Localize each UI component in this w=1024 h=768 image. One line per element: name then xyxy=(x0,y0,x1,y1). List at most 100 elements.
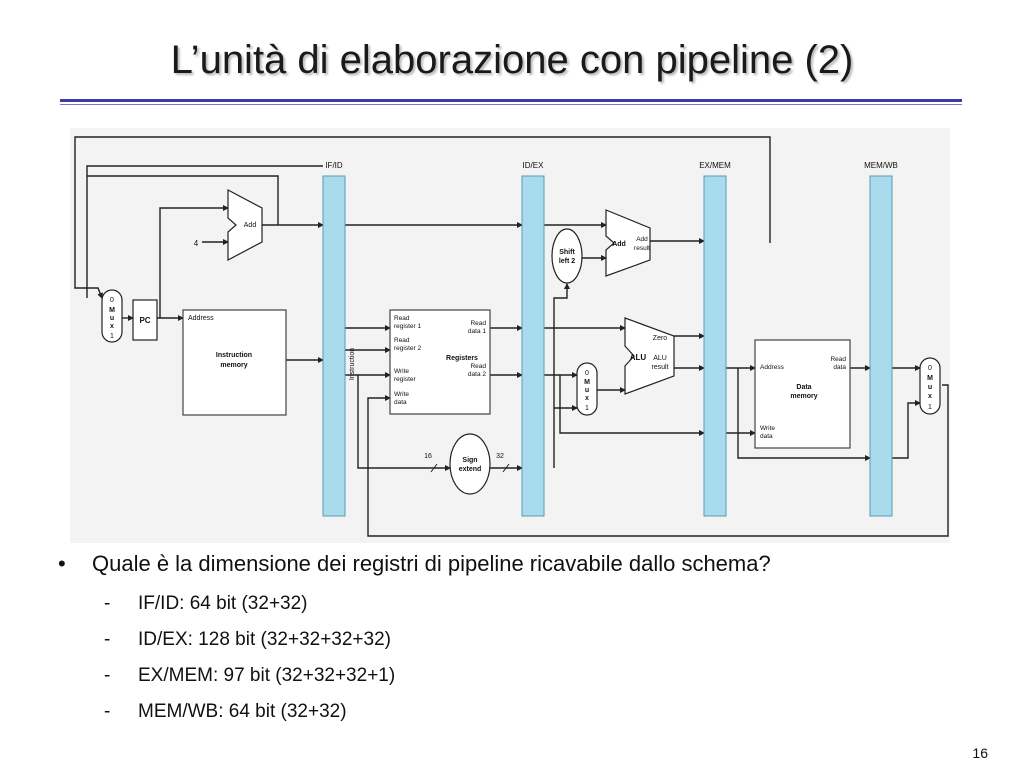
label-idex: ID/EX xyxy=(523,161,545,170)
branch-adder-result-a: Add xyxy=(636,236,648,243)
wb-mux-0: 0 xyxy=(928,365,932,372)
alu-label: ALU xyxy=(630,353,647,362)
const-four: 4 xyxy=(194,239,199,248)
question-text: Quale è la dimensione dei registri di pi… xyxy=(92,551,771,576)
alu-mux-u: u xyxy=(585,387,589,394)
reg-label: Registers xyxy=(446,355,478,362)
imem-label-1: Instruction xyxy=(216,352,252,359)
alu xyxy=(624,317,675,395)
pipeline-register-idex xyxy=(521,175,545,517)
branch-adder xyxy=(605,209,651,277)
pipeline-register-bars xyxy=(322,175,893,517)
instruction-vertical-label: Instruction xyxy=(349,348,356,380)
branch-adder-result-b: result xyxy=(634,245,650,252)
title-underline xyxy=(60,99,962,102)
sign-extend-label-2: extend xyxy=(459,466,482,473)
pc-mux-x: x xyxy=(110,323,114,330)
wire-pc4-loop xyxy=(86,165,323,298)
reg-wr-b: register xyxy=(394,376,417,383)
answer-ifid: IF/ID: 64 bit (32+32) xyxy=(138,593,308,614)
bus-width-tick-32 xyxy=(502,463,510,473)
pc-mux-0: 0 xyxy=(110,297,114,304)
pipeline-register-exmem xyxy=(703,175,727,517)
shift-label-2: left 2 xyxy=(559,258,575,265)
wire-memwb-mux1 xyxy=(892,400,921,459)
bullet-dot: • xyxy=(58,551,66,576)
dmem-label-2: memory xyxy=(790,393,817,400)
wire-sign-shift xyxy=(553,283,570,468)
wb-mux-1: 1 xyxy=(928,404,932,411)
dmem-write-a: Write xyxy=(760,425,775,432)
reg-wd-a: Write xyxy=(394,391,409,398)
dmem-read-b: data xyxy=(833,364,846,371)
answer-dash: - xyxy=(104,665,111,686)
dmem-label-1: Data xyxy=(796,384,811,391)
sign-in-width: 16 xyxy=(424,453,432,460)
pipeline-datapath-svg: IF/ID ID/EX EX/MEM MEM/WB 0 M u x 1 PC A… xyxy=(70,128,950,543)
alu-zero-label: Zero xyxy=(653,335,668,342)
sign-extend-label-1: Sign xyxy=(462,457,477,464)
alu-result-b: result xyxy=(651,364,668,371)
wire-addr-bypass xyxy=(737,368,871,461)
dmem-read-a: Read xyxy=(830,356,846,363)
answer-dash: - xyxy=(104,629,111,650)
pc-mux xyxy=(101,289,123,343)
data-memory xyxy=(754,339,851,449)
wb-mux-m: M xyxy=(927,375,933,382)
sign-out-width: 32 xyxy=(496,453,504,460)
title-underline-thin xyxy=(60,104,962,105)
answer-memwb: MEM/WB: 64 bit (32+32) xyxy=(138,701,347,722)
wb-mux-x: x xyxy=(928,393,932,400)
shift-label-1: Shift xyxy=(559,249,575,256)
reg-rr1-b: register 1 xyxy=(394,323,421,330)
register-file xyxy=(389,309,491,415)
reg-wd-b: data xyxy=(394,399,407,406)
branch-adder-label: Add xyxy=(612,241,626,248)
instruction-memory xyxy=(182,309,287,416)
imem-label-2: memory xyxy=(220,362,247,369)
pc-mux-m: M xyxy=(109,307,115,314)
answer-idex: ID/EX: 128 bit (32+32+32+32) xyxy=(138,629,391,650)
reg-rr1-a: Read xyxy=(394,315,410,322)
alu-mux-1: 1 xyxy=(585,405,589,412)
pc-adder-label: Add xyxy=(244,222,257,229)
alu-mux-0: 0 xyxy=(585,370,589,377)
label-exmem: EX/MEM xyxy=(699,161,731,170)
reg-rd1-b: data 1 xyxy=(468,328,486,335)
label-ifid: IF/ID xyxy=(325,161,343,170)
pc-box xyxy=(132,299,158,341)
dmem-write-b: data xyxy=(760,433,773,440)
wire-writeback xyxy=(367,384,949,537)
imem-address-label: Address xyxy=(188,315,214,322)
wb-mux-u: u xyxy=(928,384,932,391)
wire-rd2-exmem xyxy=(559,375,705,436)
wire-branch-feedback xyxy=(74,136,771,299)
pipeline-register-ifid xyxy=(322,175,346,517)
shift-left-2 xyxy=(551,228,583,284)
pc-mux-u: u xyxy=(110,315,114,322)
wires xyxy=(74,136,949,537)
alu-mux-m: M xyxy=(584,379,590,386)
pipeline-register-memwb xyxy=(869,175,893,517)
bus-width-tick-16 xyxy=(430,463,438,473)
alu-src-mux xyxy=(576,362,598,416)
wire-pc-to-add xyxy=(159,205,229,318)
answer-exmem: EX/MEM: 97 bit (32+32+32+1) xyxy=(138,665,396,686)
pc-adder xyxy=(227,189,263,261)
reg-rd2-b: data 2 xyxy=(468,371,486,378)
label-memwb: MEM/WB xyxy=(864,161,898,170)
pc-label: PC xyxy=(139,316,150,325)
answer-dash: - xyxy=(104,701,111,722)
alu-result-a: ALU xyxy=(653,355,667,362)
reg-wr-a: Write xyxy=(394,368,409,375)
reg-rd1-a: Read xyxy=(470,320,486,327)
reg-rr2-b: register 2 xyxy=(394,345,421,352)
pipeline-datapath-diagram: IF/ID ID/EX EX/MEM MEM/WB 0 M u x 1 PC A… xyxy=(70,128,950,543)
wire-add-loop-back xyxy=(87,175,279,225)
alu-mux-x: x xyxy=(585,395,589,402)
pc-mux-1: 1 xyxy=(110,333,114,340)
reg-rd2-a: Read xyxy=(470,363,486,370)
dmem-address-label: Address xyxy=(760,364,785,371)
wire-ifid-sign xyxy=(357,375,451,471)
answer-dash: - xyxy=(104,593,111,614)
